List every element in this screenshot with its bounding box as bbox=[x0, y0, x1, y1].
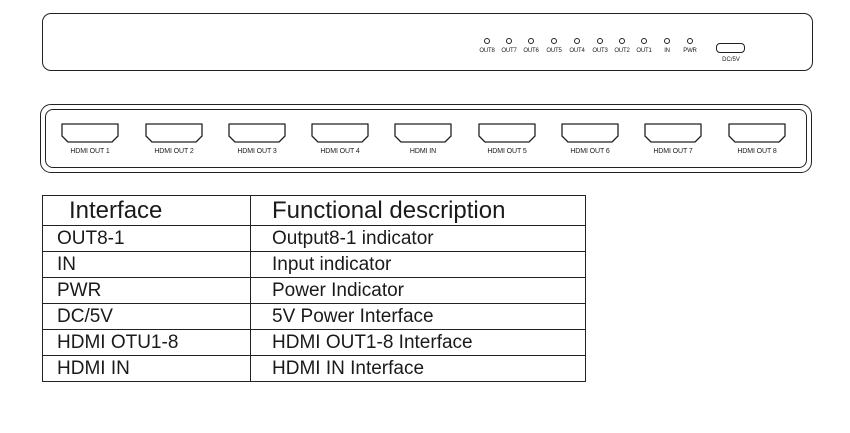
cell-description: Input indicator bbox=[250, 251, 586, 278]
led-icon bbox=[619, 38, 625, 44]
port-label: HDMI OUT 5 bbox=[487, 148, 527, 155]
led-icon bbox=[664, 38, 670, 44]
indicator-label: OUT5 bbox=[546, 48, 562, 54]
cell-description: HDMI IN Interface bbox=[250, 355, 586, 382]
cell-description: Output8-1 indicator bbox=[250, 225, 586, 252]
indicator-label: OUT1 bbox=[636, 48, 652, 54]
indicator-label: OUT4 bbox=[569, 48, 585, 54]
rear-panel: HDMI OUT 1 HDMI OUT 2 HDMI OUT 3 HDMI OU… bbox=[40, 104, 812, 173]
indicator-out6: OUT6 bbox=[519, 38, 543, 55]
hdmi-port-icon bbox=[728, 123, 786, 143]
port-hdmi-out-1: HDMI OUT 1 bbox=[54, 122, 126, 155]
led-icon bbox=[484, 38, 490, 44]
cell-description: HDMI OUT1-8 Interface bbox=[250, 329, 586, 356]
led-icon bbox=[551, 38, 557, 44]
port-hdmi-out-2: HDMI OUT 2 bbox=[138, 122, 210, 155]
interface-table: Interface Functional description OUT8-1 … bbox=[42, 195, 586, 382]
dc-port-label: DC/5V bbox=[722, 57, 740, 63]
indicator-label: OUT7 bbox=[501, 48, 517, 54]
hdmi-port-icon bbox=[644, 123, 702, 143]
cell-interface: IN bbox=[42, 251, 251, 278]
table-row: HDMI IN HDMI IN Interface bbox=[42, 355, 586, 382]
port-label: HDMI OUT 4 bbox=[320, 148, 360, 155]
port-label: HDMI IN bbox=[409, 148, 437, 155]
led-icon bbox=[687, 38, 693, 44]
hdmi-port-icon bbox=[394, 123, 452, 143]
indicator-out1: OUT1 bbox=[632, 38, 656, 55]
indicator-out4: OUT4 bbox=[565, 38, 589, 55]
port-hdmi-in: HDMI IN bbox=[387, 122, 459, 155]
port-hdmi-out-5: HDMI OUT 5 bbox=[471, 122, 543, 155]
indicator-out2: OUT2 bbox=[610, 38, 634, 55]
hdmi-port-icon bbox=[61, 123, 119, 143]
port-label: HDMI OUT 1 bbox=[70, 148, 110, 155]
cell-description: 5V Power Interface bbox=[250, 303, 586, 330]
led-icon bbox=[641, 38, 647, 44]
hdmi-port-icon bbox=[228, 123, 286, 143]
hdmi-port-icon bbox=[561, 123, 619, 143]
hdmi-port-icon bbox=[478, 123, 536, 143]
cell-interface: HDMI IN bbox=[42, 355, 251, 382]
table-row: IN Input indicator bbox=[42, 251, 586, 278]
port-label: HDMI OUT 8 bbox=[737, 148, 777, 155]
front-panel: OUT8 OUT7 OUT6 OUT5 OUT4 OUT3 OUT2 OUT1 … bbox=[42, 13, 813, 71]
indicator-label: OUT8 bbox=[479, 48, 495, 54]
indicator-out5: OUT5 bbox=[542, 38, 566, 55]
hdmi-port-icon bbox=[145, 123, 203, 143]
indicator-pwr: PWR bbox=[678, 38, 702, 55]
indicator-label: OUT6 bbox=[523, 48, 539, 54]
dc-power-port-icon bbox=[716, 43, 745, 53]
port-label: HDMI OUT 7 bbox=[653, 148, 693, 155]
port-hdmi-out-3: HDMI OUT 3 bbox=[221, 122, 293, 155]
indicator-label: IN bbox=[664, 48, 670, 54]
table-row: PWR Power Indicator bbox=[42, 277, 586, 304]
indicator-out3: OUT3 bbox=[588, 38, 612, 55]
indicator-in: IN bbox=[655, 38, 679, 55]
port-hdmi-out-7: HDMI OUT 7 bbox=[637, 122, 709, 155]
led-icon bbox=[574, 38, 580, 44]
table-header-row: Interface Functional description bbox=[42, 195, 586, 226]
port-label: HDMI OUT 3 bbox=[237, 148, 277, 155]
table-row: HDMI OTU1-8 HDMI OUT1-8 Interface bbox=[42, 329, 586, 356]
cell-interface: PWR bbox=[42, 277, 251, 304]
port-label: HDMI OUT 2 bbox=[154, 148, 194, 155]
cell-description: Power Indicator bbox=[250, 277, 586, 304]
cell-interface: DC/5V bbox=[42, 303, 251, 330]
indicator-label: PWR bbox=[683, 48, 697, 54]
rear-panel-inner: HDMI OUT 1 HDMI OUT 2 HDMI OUT 3 HDMI OU… bbox=[45, 109, 807, 168]
indicator-out8: OUT8 bbox=[475, 38, 499, 55]
led-icon bbox=[528, 38, 534, 44]
led-icon bbox=[506, 38, 512, 44]
table-row: OUT8-1 Output8-1 indicator bbox=[42, 225, 586, 252]
led-icon bbox=[597, 38, 603, 44]
port-label: HDMI OUT 6 bbox=[570, 148, 610, 155]
header-functional-description: Functional description bbox=[250, 195, 586, 226]
table-row: DC/5V 5V Power Interface bbox=[42, 303, 586, 330]
cell-interface: OUT8-1 bbox=[42, 225, 251, 252]
indicator-label: OUT2 bbox=[614, 48, 630, 54]
port-hdmi-out-8: HDMI OUT 8 bbox=[721, 122, 793, 155]
indicator-out7: OUT7 bbox=[497, 38, 521, 55]
indicator-label: OUT3 bbox=[592, 48, 608, 54]
header-interface: Interface bbox=[42, 195, 251, 226]
hdmi-port-icon bbox=[311, 123, 369, 143]
port-hdmi-out-4: HDMI OUT 4 bbox=[304, 122, 376, 155]
port-hdmi-out-6: HDMI OUT 6 bbox=[554, 122, 626, 155]
cell-interface: HDMI OTU1-8 bbox=[42, 329, 251, 356]
